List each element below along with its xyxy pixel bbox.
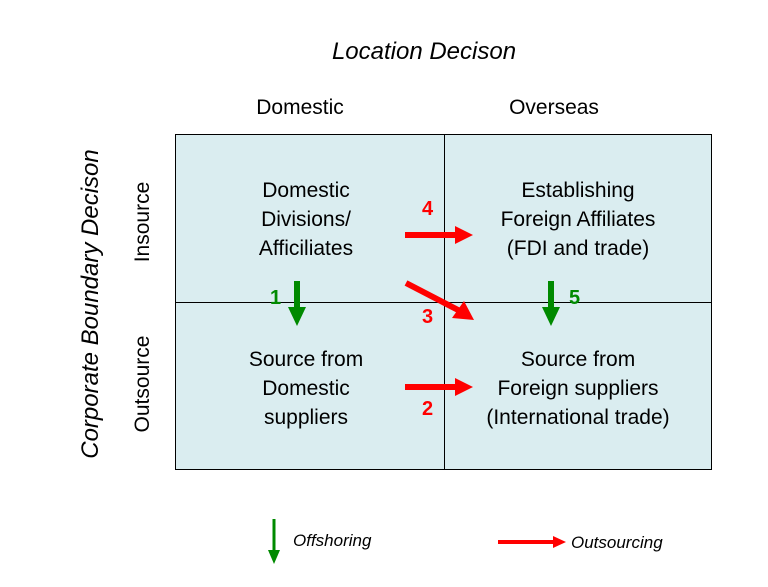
outsourcing-arrow-4 xyxy=(405,226,473,244)
cell-line: Foreign suppliers xyxy=(497,377,659,400)
cell-line: Source from xyxy=(520,348,636,371)
cell-overseas-insource: Establishing Foreign Affiliates (FDI and… xyxy=(448,176,708,263)
cell-line: suppliers xyxy=(263,406,349,429)
legend-outsourcing-arrow xyxy=(498,536,566,548)
arrow-number-1: 1 xyxy=(270,287,282,309)
legend-offshoring-arrow xyxy=(268,519,280,564)
cell-line: (International trade) xyxy=(486,406,670,429)
arrow-number-3: 3 xyxy=(422,306,434,328)
outsourcing-arrow-3 xyxy=(404,280,474,320)
column-header-domestic: Domestic xyxy=(256,96,344,119)
outsourcing-arrow-2 xyxy=(405,378,473,396)
legend-outsourcing-label: Outsourcing xyxy=(571,533,663,552)
arrow-number-2: 2 xyxy=(422,398,434,420)
legend-offshoring-label: Offshoring xyxy=(293,531,372,550)
cell-domestic-outsource: Source from Domestic suppliers xyxy=(176,345,436,432)
offshoring-arrow-5 xyxy=(542,281,560,326)
cell-line: Afficiliates xyxy=(258,237,354,260)
cell-line: Divisions/ xyxy=(261,208,351,231)
cell-line: Domestic xyxy=(262,377,350,400)
cell-line: Foreign Affiliates xyxy=(500,208,656,231)
cell-line: Domestic xyxy=(262,179,350,202)
column-header-overseas: Overseas xyxy=(509,96,599,119)
arrow-number-5: 5 xyxy=(569,287,581,309)
cell-line: (FDI and trade) xyxy=(506,237,650,260)
cell-domestic-insource: Domestic Divisions/ Afficiliates xyxy=(176,176,436,263)
offshoring-arrow-1 xyxy=(288,281,306,326)
cell-line: Source from xyxy=(248,348,364,371)
arrow-number-4: 4 xyxy=(422,198,434,220)
cell-line: Establishing xyxy=(521,179,635,202)
diagram-title: Location Decison xyxy=(331,38,517,65)
cell-overseas-outsource: Source from Foreign suppliers (Internati… xyxy=(448,345,708,432)
